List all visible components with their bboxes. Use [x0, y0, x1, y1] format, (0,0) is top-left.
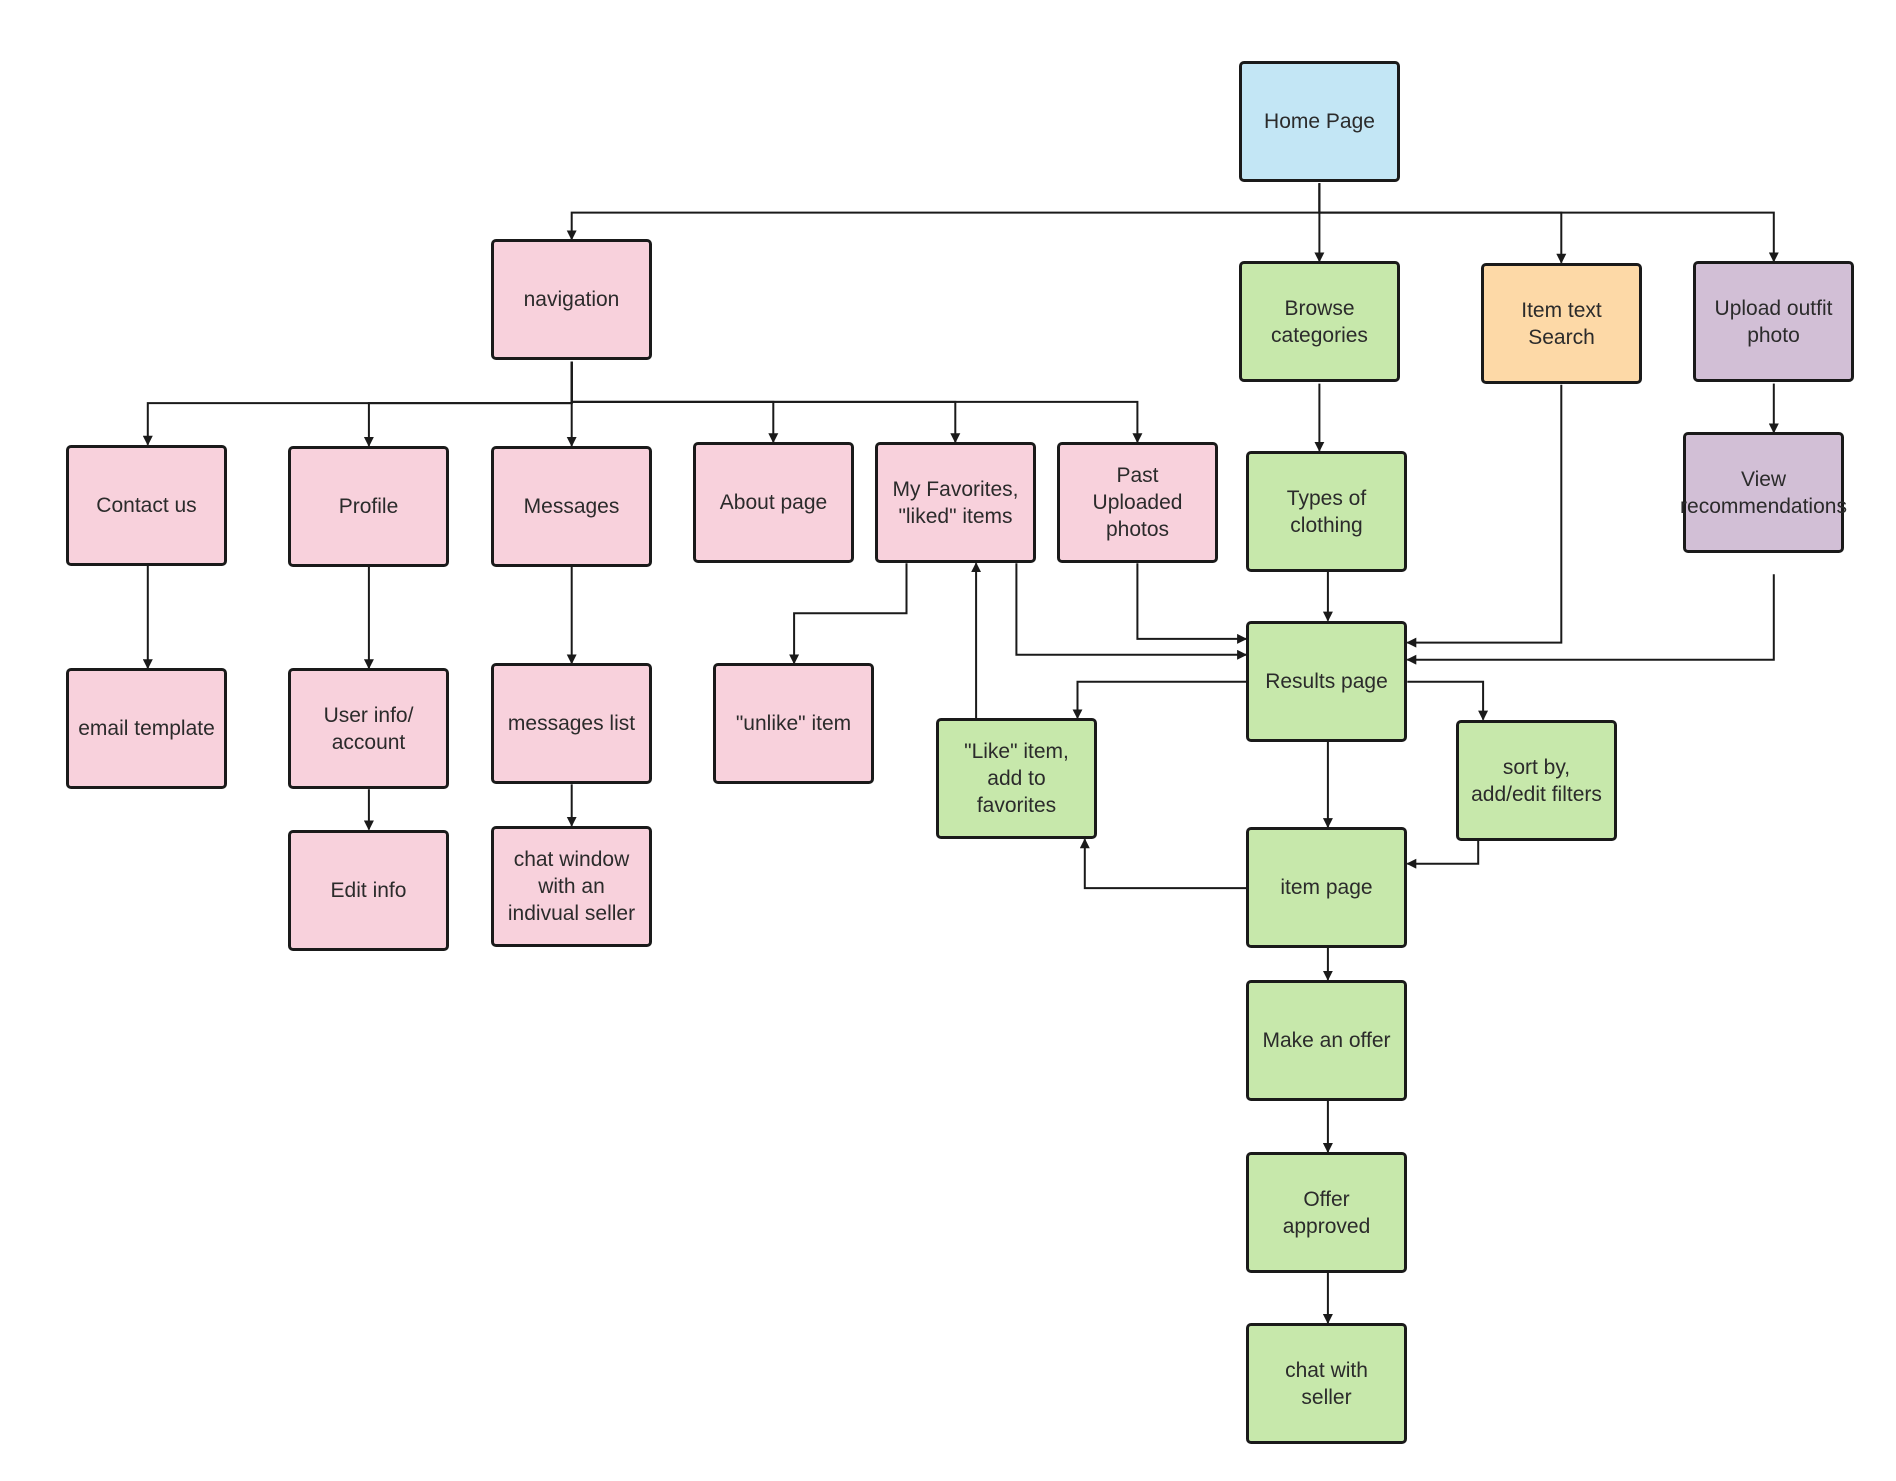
node-chat-window[interactable]: chat window with an indivual seller — [491, 826, 652, 947]
edge-past-results — [1136, 563, 1248, 644]
node-make-an-offer[interactable]: Make an offer — [1246, 980, 1407, 1101]
node-types-of-clothing[interactable]: Types of clothing — [1246, 451, 1407, 572]
edge-navigation-profile — [363, 361, 573, 447]
node-like-item[interactable]: "Like" item, add to favorites — [936, 718, 1097, 839]
edge-home-navigation — [566, 183, 1321, 241]
node-profile[interactable]: Profile — [288, 446, 449, 567]
edge-item-like — [1079, 838, 1247, 890]
node-item-page[interactable]: item page — [1246, 827, 1407, 948]
edge-viewrec-results — [1406, 574, 1775, 665]
edge-favorites-results — [1015, 563, 1248, 660]
node-offer-approved[interactable]: Offer approved — [1246, 1152, 1407, 1273]
node-browse-categories[interactable]: Browse categories — [1239, 261, 1400, 382]
node-navigation[interactable]: navigation — [491, 239, 652, 360]
node-contact-us[interactable]: Contact us — [66, 445, 227, 566]
node-chat-with-seller[interactable]: chat with seller — [1246, 1323, 1407, 1444]
node-results-page[interactable]: Results page — [1246, 621, 1407, 742]
node-messages[interactable]: Messages — [491, 446, 652, 567]
node-item-text-search[interactable]: Item text Search — [1481, 263, 1642, 384]
edge-home-upload — [1318, 183, 1779, 263]
edge-navigation-past — [570, 361, 1143, 444]
node-messages-list[interactable]: messages list — [491, 663, 652, 784]
node-sort-filters[interactable]: sort by, add/edit filters — [1456, 720, 1617, 841]
node-home-page[interactable]: Home Page — [1239, 61, 1400, 182]
node-upload-outfit-photo[interactable]: Upload outfit photo — [1693, 261, 1854, 382]
edge-results-sort — [1407, 680, 1489, 721]
edge-sort-item — [1406, 840, 1480, 869]
edge-home-search — [1318, 183, 1567, 264]
node-past-uploaded-photos[interactable]: Past Uploaded photos — [1057, 442, 1218, 563]
node-view-recommendations[interactable]: View recommendations — [1680, 432, 1847, 553]
edge-search-results — [1406, 384, 1563, 648]
node-about-page[interactable]: About page — [693, 442, 854, 563]
node-user-info-account[interactable]: User info/ account — [288, 668, 449, 789]
node-edit-info[interactable]: Edit info — [288, 830, 449, 951]
node-email-template[interactable]: email template — [66, 668, 227, 789]
node-unlike-item[interactable]: "unlike" item — [713, 663, 874, 784]
node-my-favorites[interactable]: My Favorites, "liked" items — [875, 442, 1036, 563]
edge-results-like — [1072, 680, 1247, 720]
edge-favorites-unlike — [789, 563, 908, 665]
